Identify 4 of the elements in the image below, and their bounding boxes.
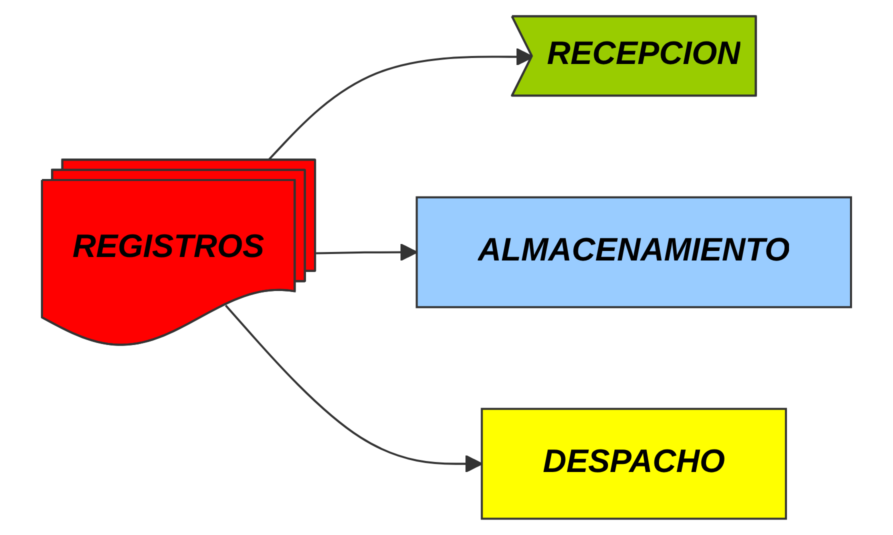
node-box: ALMACENAMIENTO: [416, 196, 852, 308]
arrow: [316, 243, 418, 262]
node-box: DESPACHO: [480, 408, 787, 520]
arrow: [224, 304, 483, 473]
